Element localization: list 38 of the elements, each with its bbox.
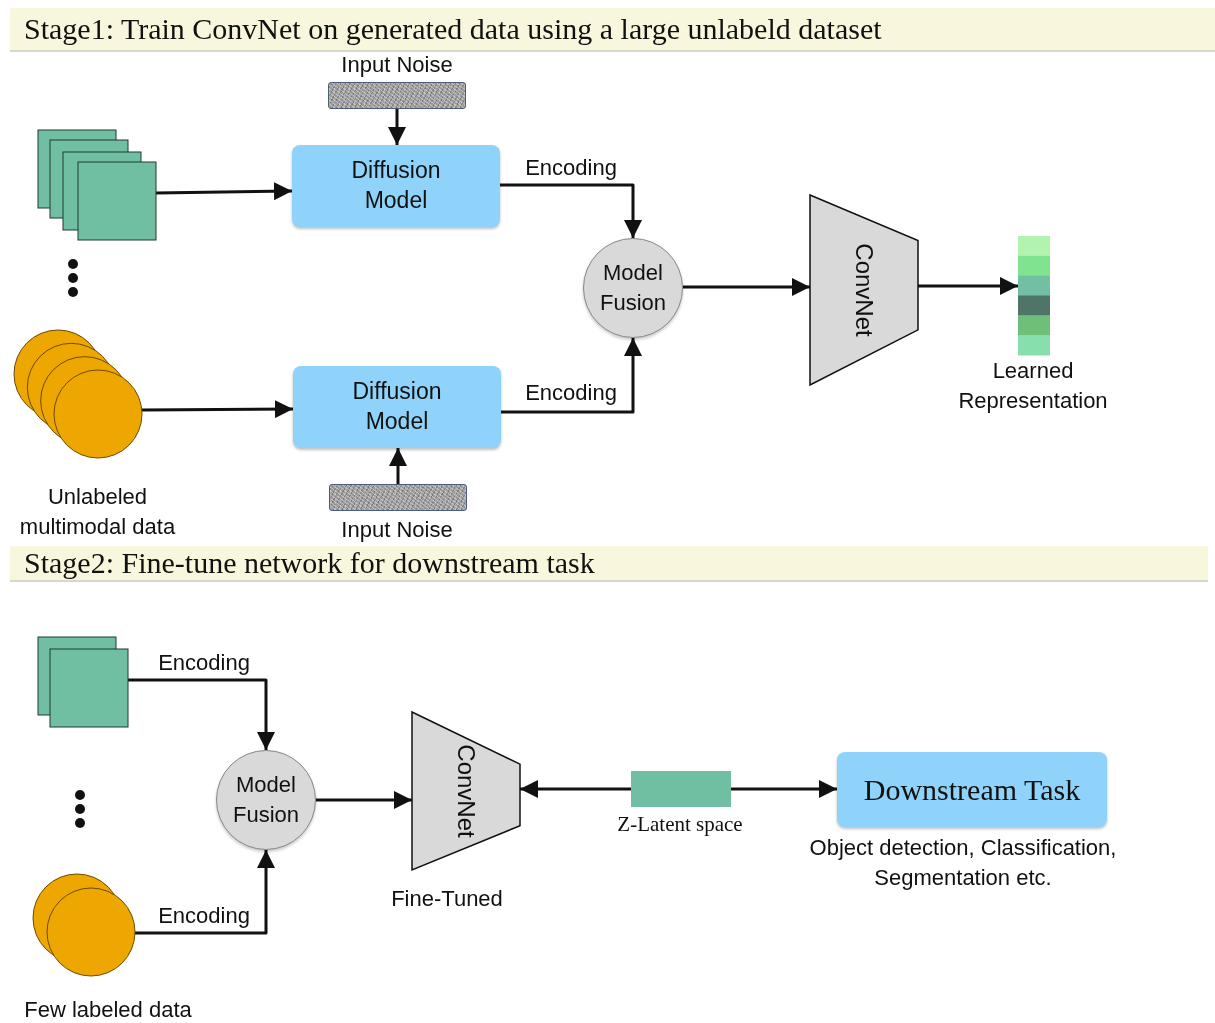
caption-text: Z-Latent space: [616, 811, 744, 838]
caption-text: Object detection, Classification, Segmentation etc.: [808, 834, 1118, 892]
caption-text: Input Noise: [340, 51, 454, 79]
caption-text: Fine-Tuned: [390, 885, 504, 913]
dataset-caption: Few labeled data: [23, 996, 193, 1023]
arrow: [389, 448, 407, 484]
stage-heading: Stage2: Fine-tune network for downstream task: [24, 546, 595, 580]
stage-banner: [10, 8, 1215, 52]
arrow: [155, 182, 293, 201]
process-box: [293, 366, 501, 448]
network-label: ConvNet: [850, 243, 878, 337]
stage-banner: [10, 546, 1208, 582]
latent-vector-bar: [631, 771, 731, 807]
arrow: [128, 678, 275, 750]
noise-strip: [328, 82, 466, 109]
arrow: [918, 277, 1018, 295]
noise-strip: [329, 484, 467, 511]
box-label: Diffusion Model: [351, 377, 443, 436]
arrow: [731, 780, 837, 798]
arrow: [501, 338, 642, 414]
process-box: [292, 145, 500, 227]
circle-label: Model Fusion: [598, 259, 667, 317]
caption-text: Input Noise: [340, 516, 454, 544]
stage-heading: Stage1: Train ConvNet on generated data using a large unlabeld dataset: [24, 12, 882, 46]
arrow: [316, 791, 412, 809]
circle-label: Model Fusion: [231, 771, 300, 829]
arrow: [500, 183, 642, 238]
box-label: Downstream Task: [862, 772, 1082, 808]
arrow: [388, 109, 406, 145]
arrow: [142, 400, 293, 419]
dataset-caption: Unlabeled multimodal data: [18, 483, 177, 541]
box-label: Diffusion Model: [350, 156, 442, 215]
network-label: ConvNet: [452, 744, 480, 838]
arrow: [520, 780, 631, 798]
arrow: [683, 278, 810, 296]
process-box: [837, 752, 1107, 827]
caption-text: Learned Representation: [957, 357, 1109, 415]
arrow: [135, 850, 275, 935]
